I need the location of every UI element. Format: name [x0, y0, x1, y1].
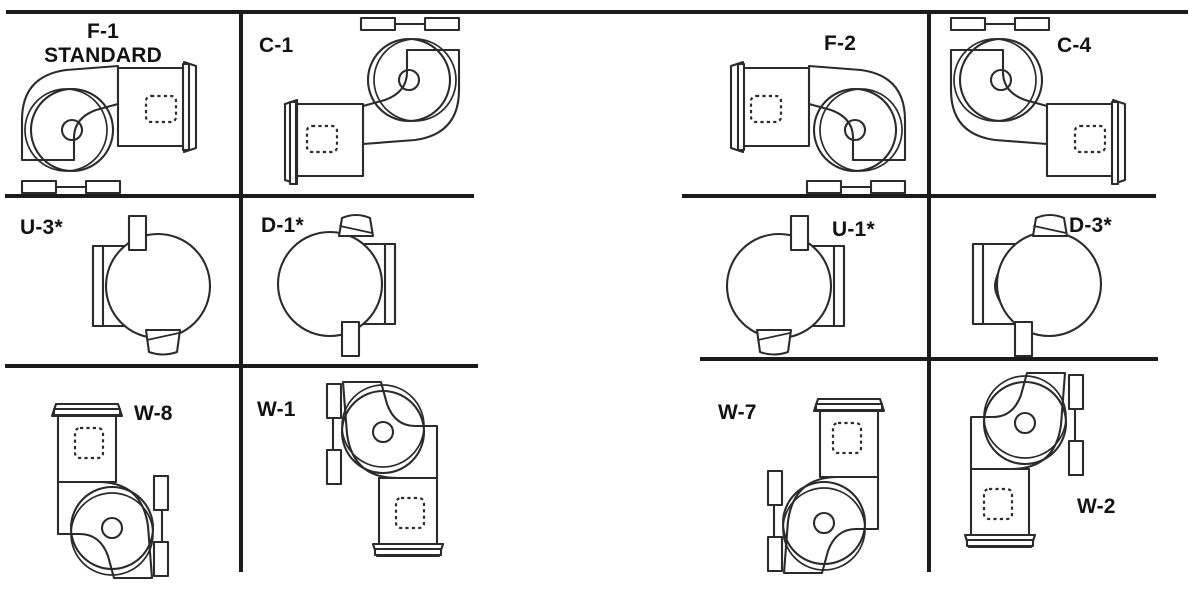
- art-f1: [0, 12, 239, 194]
- cell-f1[interactable]: F-1 STANDARD: [0, 12, 239, 194]
- cell-c4[interactable]: C-4: [929, 12, 1192, 194]
- cell-u3[interactable]: U-3*: [0, 196, 239, 364]
- art-u1: [684, 196, 927, 358]
- label-c4: C-4: [1057, 34, 1092, 57]
- label-f2: F-2: [824, 32, 857, 55]
- cell-w2[interactable]: W-2: [929, 359, 1192, 597]
- label-d1: D-1*: [261, 214, 304, 237]
- art-w2: [929, 359, 1192, 597]
- art-c4: [929, 12, 1192, 194]
- cell-u1[interactable]: U-1*: [684, 196, 927, 358]
- label-u3: U-3*: [20, 216, 63, 239]
- label-w8: W-8: [134, 402, 173, 425]
- art-w8: [0, 366, 239, 597]
- cell-d1[interactable]: D-1*: [241, 196, 481, 364]
- art-c1: [241, 12, 481, 194]
- label-w7: W-7: [718, 401, 757, 424]
- cell-w1[interactable]: W-1: [241, 366, 481, 597]
- label-c1: C-1: [259, 34, 294, 57]
- cell-d3[interactable]: D-3*: [929, 196, 1192, 358]
- grid-line-vertical-right: [927, 12, 931, 572]
- art-d3: [929, 196, 1192, 358]
- label-w1: W-1: [257, 398, 296, 421]
- art-w7: [684, 359, 927, 597]
- grid-line-left-row1: [5, 194, 474, 198]
- label-w2: W-2: [1077, 495, 1116, 518]
- cell-c1[interactable]: C-1: [241, 12, 481, 194]
- cell-w8[interactable]: W-8: [0, 366, 239, 597]
- art-u3: [0, 196, 239, 364]
- art-d1: [241, 196, 481, 364]
- grid-line-right-row2: [700, 357, 1158, 361]
- cell-f2[interactable]: F-2: [684, 12, 927, 194]
- grid-line-vertical-left: [239, 12, 243, 572]
- cell-w7[interactable]: W-7: [684, 359, 927, 597]
- grid-line-left-row2: [5, 364, 478, 368]
- art-f2: [684, 12, 927, 194]
- label-d3: D-3*: [1069, 214, 1112, 237]
- grid-line-right-row1: [682, 194, 1156, 198]
- label-u1: U-1*: [832, 218, 875, 241]
- art-w1: [241, 366, 481, 597]
- label-f1: F-1 STANDARD: [44, 20, 162, 67]
- grid-line-top: [6, 10, 1188, 14]
